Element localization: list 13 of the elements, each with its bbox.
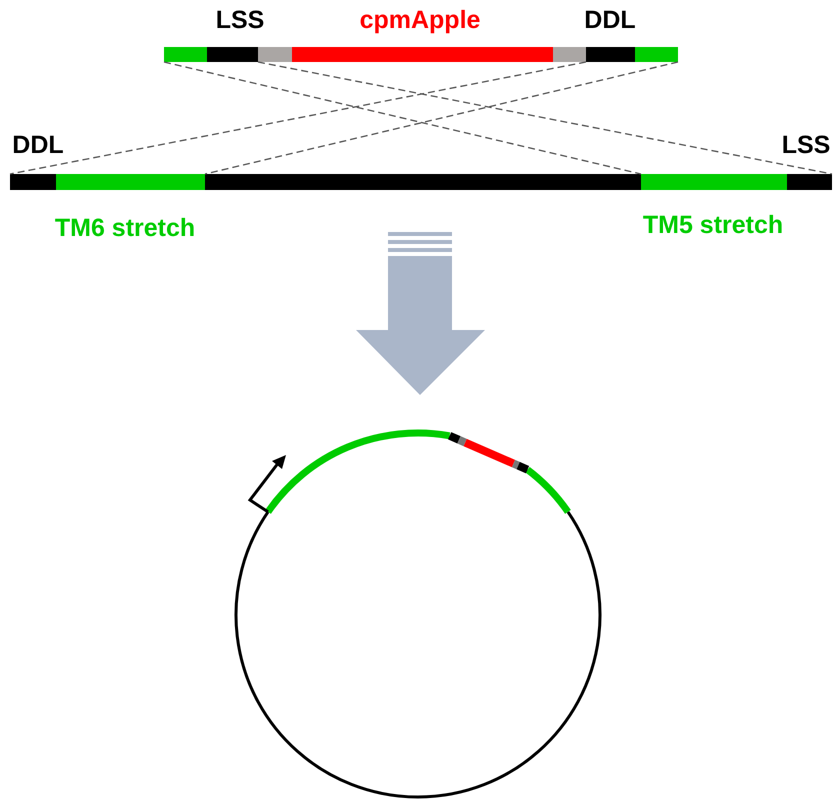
sequence-label: DDL	[12, 133, 64, 158]
dashed-line	[164, 61, 642, 175]
dashed-line	[258, 61, 832, 175]
sequence-label: LSS	[216, 8, 264, 33]
insert-construct-bar	[164, 47, 678, 62]
protein-label: cpmApple	[360, 8, 480, 33]
dashed-line	[204, 61, 678, 175]
region-label: TM6 stretch	[54, 216, 196, 241]
sequence-label: DDL	[584, 8, 636, 33]
region-label: TM5 stretch	[642, 213, 784, 238]
sequence-label: LSS	[782, 133, 830, 158]
target-sequence-bar	[10, 174, 832, 190]
dashed-line	[10, 61, 586, 175]
